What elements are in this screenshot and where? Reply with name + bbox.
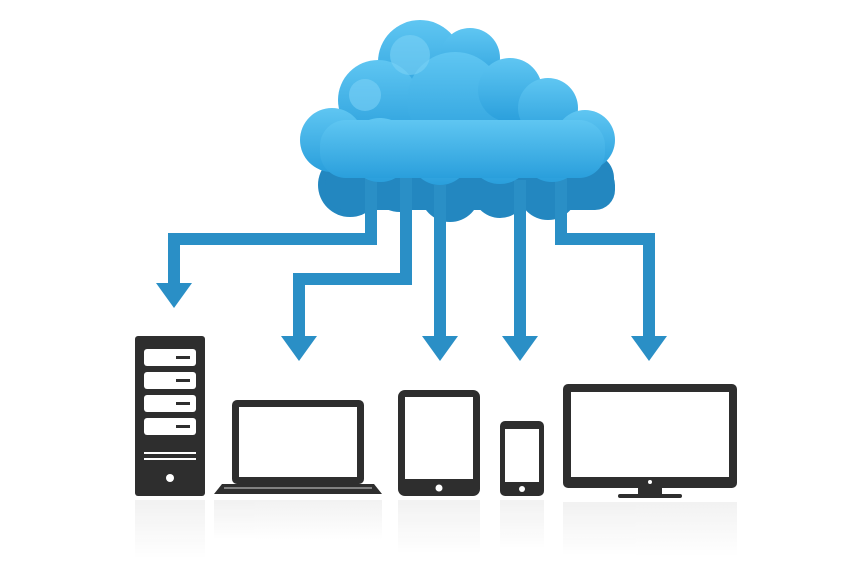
monitor-icon	[563, 384, 737, 498]
server-tower-icon	[135, 336, 205, 496]
arrow-to-server	[156, 175, 377, 308]
arrow-to-laptop	[281, 175, 412, 361]
arrow-to-tablet	[422, 185, 458, 361]
arrow-to-monitor	[555, 170, 667, 361]
cloud-icon	[300, 20, 615, 185]
tablet-icon	[398, 390, 480, 496]
device-reflections	[135, 500, 737, 560]
laptop-icon	[214, 400, 382, 494]
arrow-to-smartphone	[502, 180, 538, 361]
arrow-group	[156, 170, 667, 361]
smartphone-icon	[500, 421, 544, 496]
